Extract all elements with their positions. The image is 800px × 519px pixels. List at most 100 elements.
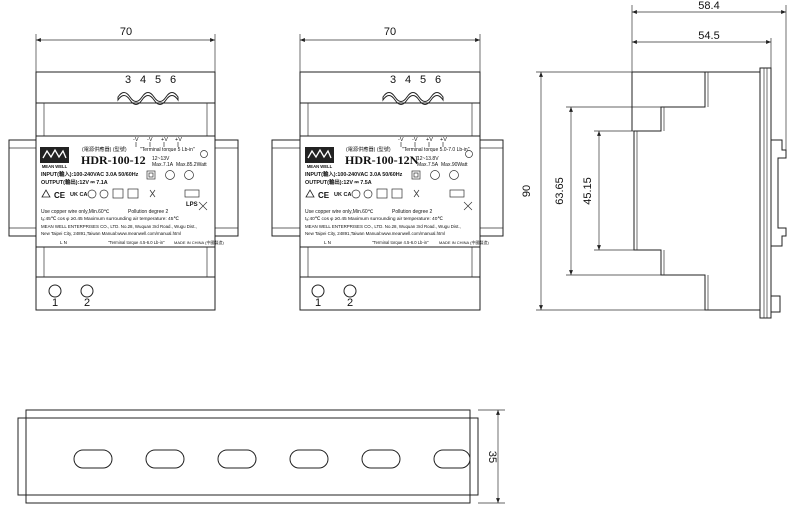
height-dimension-label: 90 xyxy=(521,185,533,197)
rail-slot xyxy=(289,449,329,469)
pin-label: +V xyxy=(426,137,433,143)
torque-bottom: "Terminal torque 4.5-6.0 Lb-in" xyxy=(372,240,429,245)
cert-mark-icon xyxy=(99,189,109,199)
double-insulation-icon xyxy=(146,170,156,180)
cert-mark-icon xyxy=(363,189,373,199)
back-plate xyxy=(759,67,772,319)
warning-icon xyxy=(305,189,315,198)
output-rating: OUTPUT(輸出):12V ⎓ 7.1A xyxy=(41,178,108,186)
terminal-label-5: 5 xyxy=(155,74,161,86)
terminal-label-4: 4 xyxy=(405,74,411,86)
terminal-label-6: 6 xyxy=(435,74,441,86)
brand-logo-text: MEAN WELL xyxy=(42,164,68,169)
torque-top: "Terminal torque 5 Lb-in" xyxy=(140,147,195,153)
cert-mark-icon xyxy=(449,170,459,180)
cert-mark-icon xyxy=(184,189,200,198)
adjust-pot-icon xyxy=(465,150,473,158)
torque-top: "Terminal torque 5.0-7.0 Lb-in" xyxy=(402,147,470,153)
terminal-label-3: 3 xyxy=(125,74,131,86)
cert-mark-icon xyxy=(391,188,403,199)
made-in: MADE IN CHINA (中國製造) xyxy=(439,239,489,245)
company-line-2: New Taipei City, 24891,Taiwan Manual:www… xyxy=(41,231,181,236)
cert-mark-icon xyxy=(449,189,465,198)
ukca-mark-icon: UK CA xyxy=(334,192,351,198)
rail-slot xyxy=(433,449,471,469)
terminal-label-3: 3 xyxy=(390,74,396,86)
pin-label: +V xyxy=(161,137,168,143)
temperature-line: tₐ:40℃ cos φ ≥0.45 Maximum surrounding a… xyxy=(305,216,443,222)
made-in: MADE IN CHINA (中國製造) xyxy=(174,239,224,245)
input-rating: INPUT(輸入):100-240VAC 3.0A 50/60Hz xyxy=(305,170,403,178)
pin-label: -V xyxy=(412,137,418,143)
type-header: (電源供應器) (型號) xyxy=(82,145,127,153)
pin-label: -V xyxy=(147,137,153,143)
cert-mark-icon xyxy=(376,188,388,199)
cert-mark-icon xyxy=(165,170,175,180)
torque-bottom: "Terminal torque 4.5-6.0 Lb-in" xyxy=(108,240,165,245)
label-plate-1: -V -V +V +V MEAN WELL (電源供應器) (型號) "Term… xyxy=(35,135,224,248)
din-rail-body xyxy=(25,409,471,504)
ce-mark-icon: CE xyxy=(318,191,330,200)
terminal-screw-1 xyxy=(311,284,325,298)
total-depth-dimension-label: 58.4 xyxy=(698,0,719,12)
side-profile-outline xyxy=(632,71,761,311)
rail-height-dimension-label: 35 xyxy=(486,451,498,463)
cert-mark-icon xyxy=(112,188,124,199)
terminal-label-6: 6 xyxy=(170,74,176,86)
cert-mark-icon xyxy=(413,189,420,198)
cert-mark-icon xyxy=(127,188,139,199)
terminal-label-4: 4 xyxy=(140,74,146,86)
din-rail-view: 35 xyxy=(17,409,505,504)
terminal-label-1: 1 xyxy=(315,297,321,309)
cert-mark-icon xyxy=(184,170,194,180)
ce-mark-icon: CE xyxy=(54,191,66,200)
adj-line-2: Max.7.5A xyxy=(417,162,439,168)
company-line-1: MEAN WELL ENTERPRISES CO., LTD. No.28, W… xyxy=(41,224,197,229)
ukca-mark-icon: UK CA xyxy=(70,192,87,198)
terminal-screw-2 xyxy=(343,284,357,298)
din-clip xyxy=(771,139,787,247)
terminal-label-2: 2 xyxy=(84,297,90,309)
copper-wire-note: Use copper wire only,Min.60℃ xyxy=(305,209,374,215)
weee-bin-icon xyxy=(198,201,208,211)
terminal-screw-1 xyxy=(48,284,62,298)
terminal-label-2: 2 xyxy=(347,297,353,309)
adj-line-1: 12~13.8V xyxy=(417,156,439,162)
rail-flange-left xyxy=(271,139,302,237)
rail-slot xyxy=(217,449,257,469)
company-line-1: MEAN WELL ENTERPRISES CO., LTD. No.28, W… xyxy=(305,224,461,229)
cert-mark-icon xyxy=(351,189,361,199)
adjust-pot-icon xyxy=(200,150,208,158)
inner-height-2-dimension-label: 45.15 xyxy=(582,177,594,205)
company-line-2: New Taipei City, 24891,Taiwan Manual:www… xyxy=(305,231,445,236)
model-name: HDR-100-12N xyxy=(345,153,419,167)
front-view-2: 70 3 4 5 6 1 2 -V -V +V +V xyxy=(271,26,504,311)
rail-flange-right xyxy=(213,139,239,237)
width-dimension-label: 70 xyxy=(384,26,396,38)
top-terminal-slot xyxy=(382,92,444,105)
width-dimension-label: 70 xyxy=(120,26,132,38)
side-view: 58.4 54.5 90 63.65 45.15 xyxy=(521,0,787,319)
input-rating: INPUT(輸入):100-240VAC 3.0A 50/60Hz xyxy=(41,170,139,178)
output-rating: OUTPUT(輸出):12V ⎓ 7.5A xyxy=(305,178,372,186)
pin-label: +V xyxy=(440,137,447,143)
terminal-screw-2 xyxy=(80,284,94,298)
double-insulation-icon xyxy=(411,170,421,180)
lps-mark-icon: LPS xyxy=(186,202,198,208)
brand-logo-text: MEAN WELL xyxy=(307,164,333,169)
adj-line-1: 12~13V xyxy=(152,156,170,162)
label-plate-2: -V -V +V +V MEAN WELL (電源供應器) (型號) "Term… xyxy=(299,135,489,248)
adj-line-3: Max.85.2Watt xyxy=(176,162,207,168)
terminal-label-5: 5 xyxy=(420,74,426,86)
bottom-pin-labels: L N xyxy=(60,240,67,245)
rail-slot xyxy=(73,449,113,469)
type-header: (電源供應器) (型號) xyxy=(346,145,391,153)
adj-line-2: Max.7.1A xyxy=(152,162,174,168)
pin-label: +V xyxy=(175,137,182,143)
pollution-degree: Pollution degree 2 xyxy=(128,209,169,215)
pin-label: -V xyxy=(133,137,139,143)
rail-slot xyxy=(361,449,401,469)
top-terminal-slot xyxy=(117,92,179,105)
inner-height-1-dimension-label: 63.65 xyxy=(554,177,566,205)
